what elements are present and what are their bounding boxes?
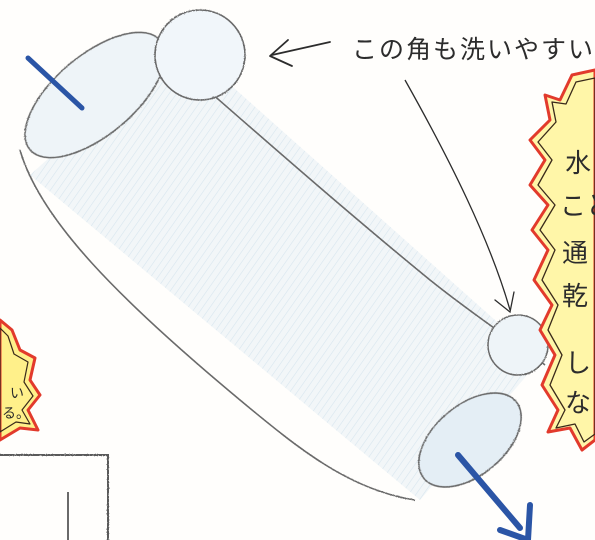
bottom-left-box	[0, 454, 109, 540]
tube-bottom-opening	[418, 392, 522, 488]
pointer-line	[404, 79, 515, 314]
right-bubble-text: 水 こと 通 乾 し な	[560, 149, 595, 419]
right-speech-burst	[528, 68, 595, 452]
right-bubble-line: 乾	[562, 282, 588, 312]
corner-circle-top	[154, 9, 246, 101]
arrow-down-right-icon	[455, 452, 533, 540]
corner-circle-bottom	[487, 314, 549, 376]
right-bubble-line: 水	[565, 149, 591, 179]
right-bubble-line: な	[565, 389, 591, 419]
left-bubble-text: い る。	[2, 386, 30, 422]
right-bubble-line: こと	[560, 192, 595, 222]
right-bubble-line: 通	[562, 239, 588, 269]
top-annotation-text: この角も洗いやすい	[352, 35, 595, 64]
left-speech-burst	[0, 318, 42, 442]
blue-marker-stroke-top	[25, 55, 85, 111]
arrow-left-icon	[269, 39, 331, 67]
left-bubble-line: い	[10, 386, 24, 402]
left-bubble-line: る。	[2, 406, 30, 422]
right-bubble-line: し	[565, 349, 591, 379]
